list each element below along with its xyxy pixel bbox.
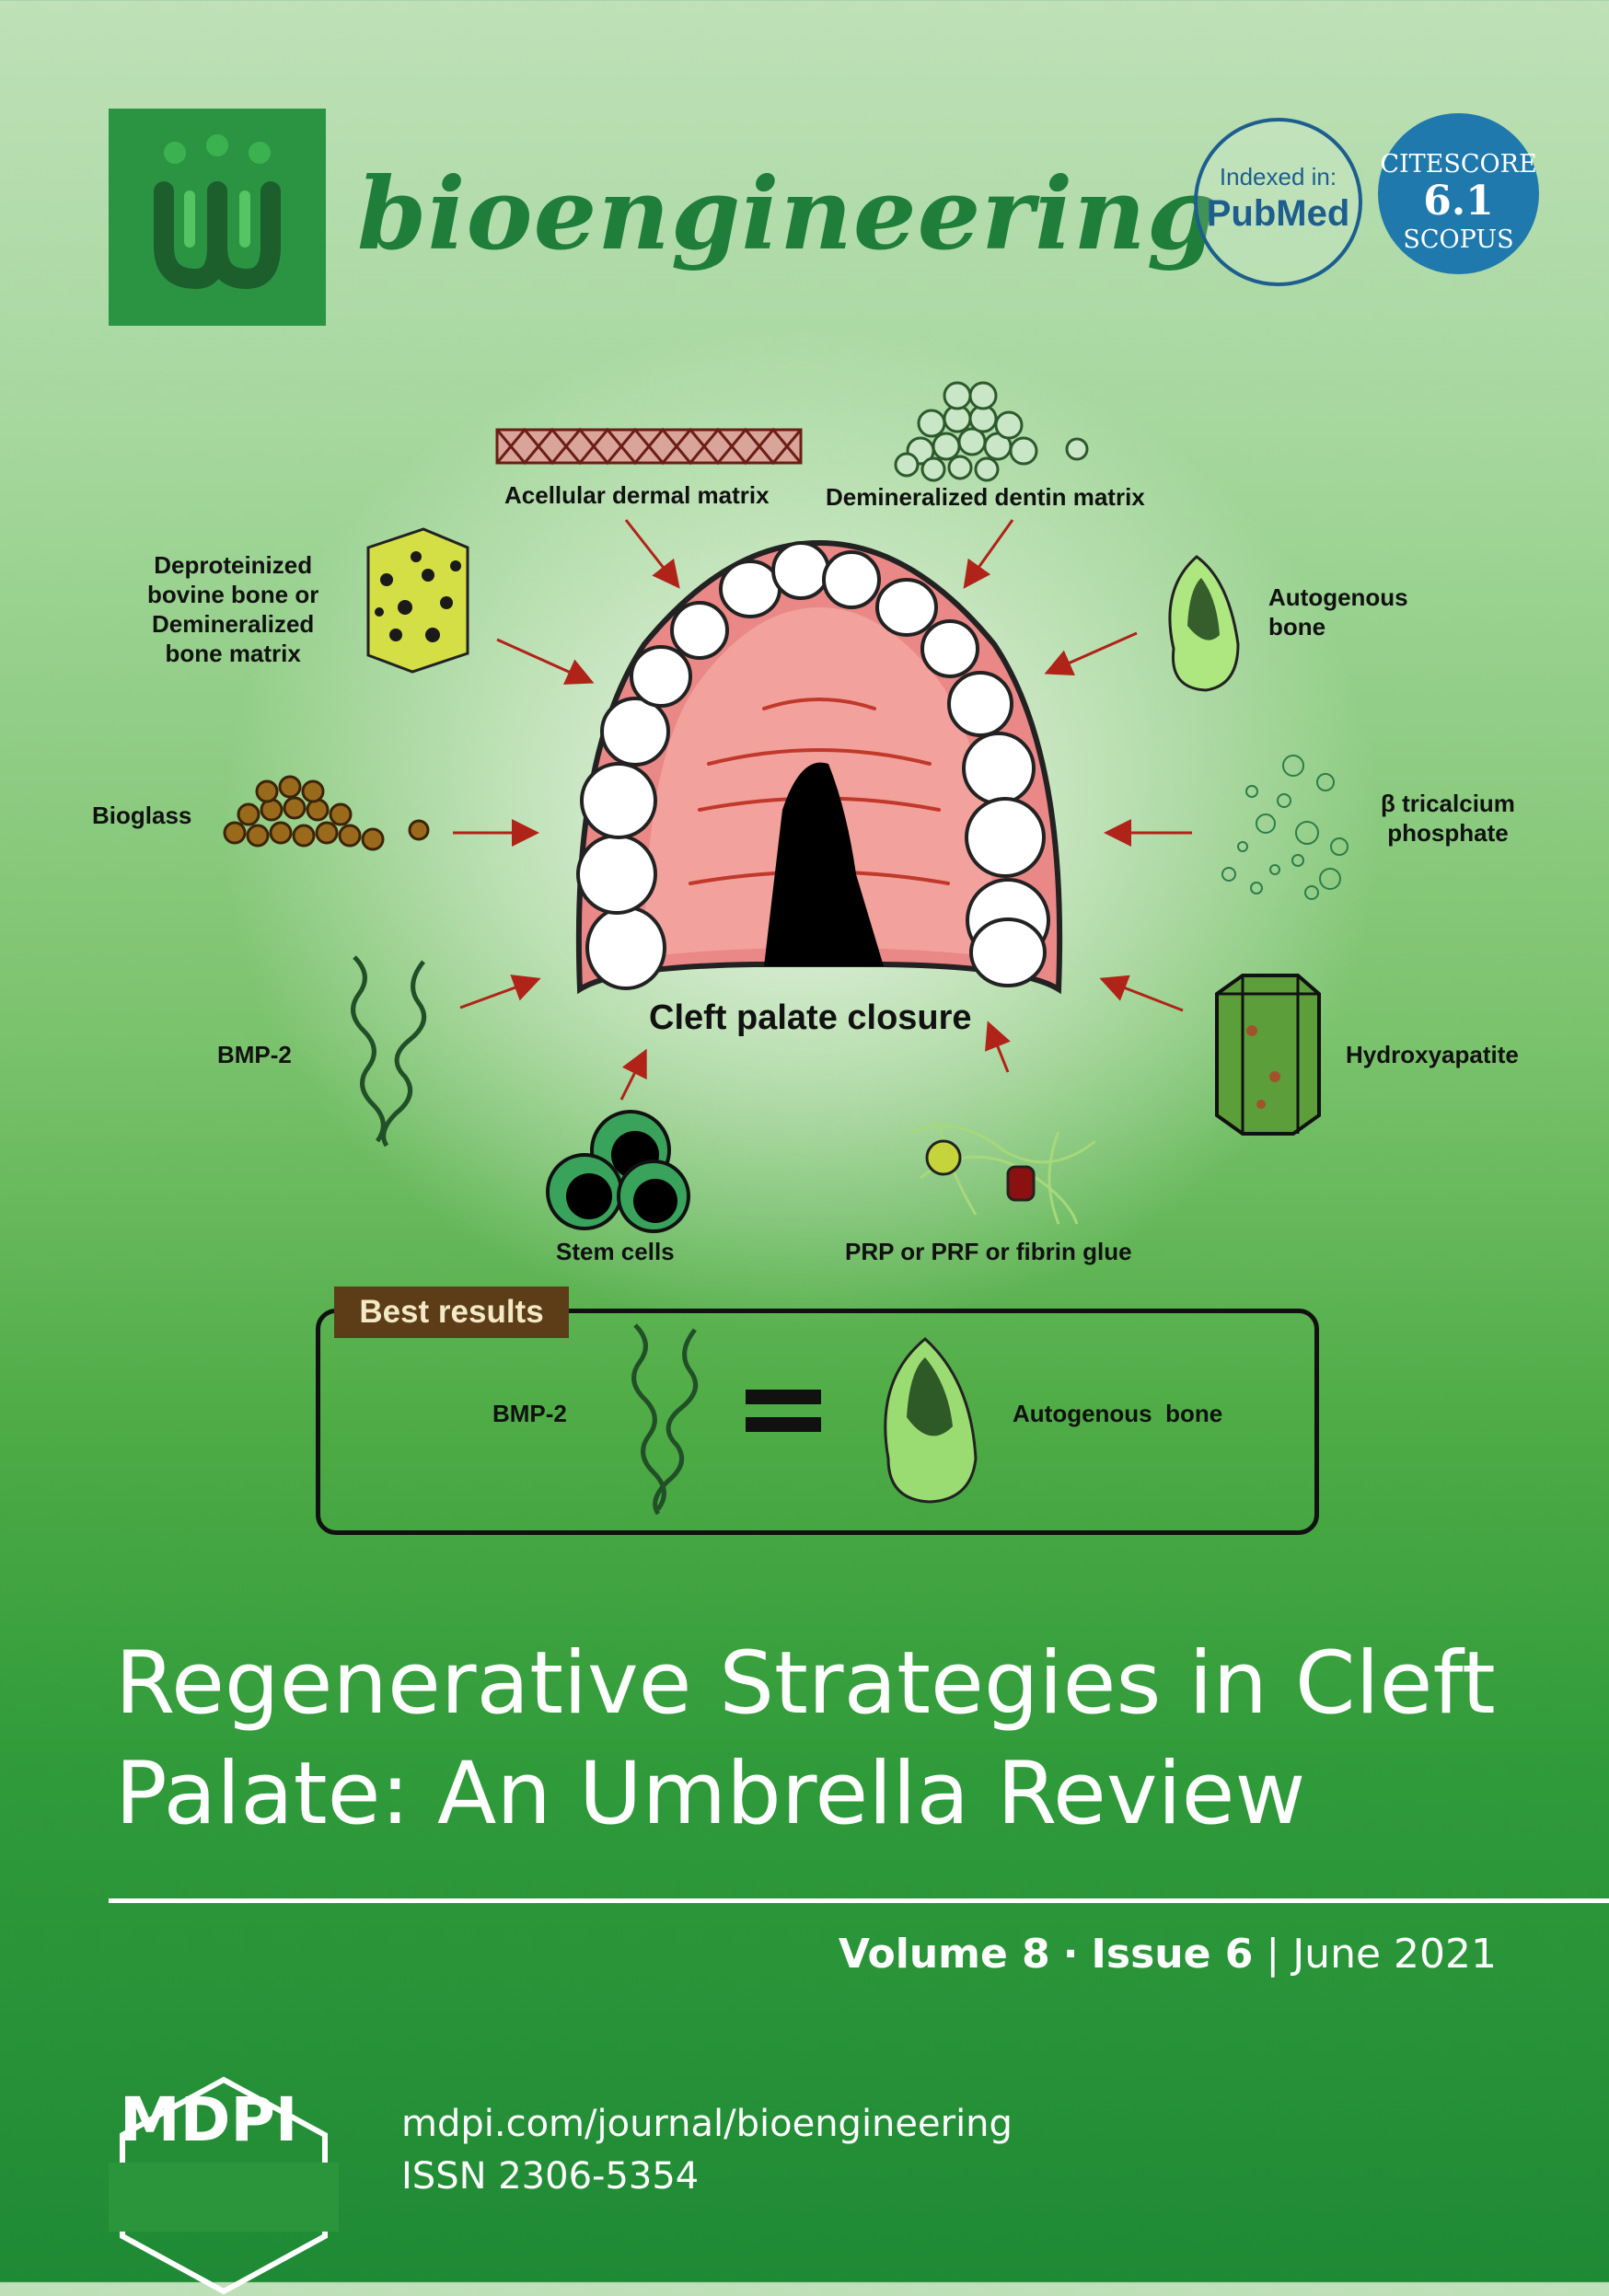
label-bmp2: BMP-2 [217,1041,292,1068]
bioengineering-logo-icon [154,134,281,290]
article-title: Regenerative Strategies in Cleft Palate:… [115,1633,1496,1844]
equals-sign-icon [746,1390,821,1432]
dental-arch-illustration [575,539,1063,995]
label-demineralized-dentin-matrix: Demineralized dentin matrix [826,483,1145,511]
mdpi-logo-text: MDPI [120,2084,298,2155]
citescore-value: 6.1 [1423,178,1494,225]
autogenous-bone-icon [1168,555,1240,692]
hydroxyapatite-prism-icon [1215,974,1321,1136]
citescore-badge: CITESCORE 6.1 SCOPUS [1378,113,1539,274]
issn-number: ISSN 2306-5354 [401,2155,700,2198]
volume-number: Volume 8 [838,1931,1050,1978]
best-results-bmp2-label: BMP-2 [492,1400,567,1427]
best-results-autogenous-label: Autogenous bone [1013,1400,1223,1427]
pubmed-badge: Indexed in: PubMed [1194,118,1362,286]
dentin-granules-icon [894,381,1089,482]
label-acellular-dermal-matrix: Acellular dermal matrix [504,481,770,509]
acellular-dermal-matrix-icon [495,427,803,466]
label-beta-tricalcium-phosphate: β tricalcium phosphate [1381,790,1515,847]
citescore-source: SCOPUS [1403,225,1514,254]
stem-cells-icon [546,1110,690,1233]
issue-number: Issue 6 [1091,1931,1254,1978]
label-deproteinized-bovine-bone: Deproteinized bovine bone or Demineraliz… [147,551,319,667]
journal-url[interactable]: mdpi.com/journal/bioengineering [401,2103,1013,2145]
best-results-tag: Best results [334,1286,569,1338]
journal-logo [109,109,326,326]
best-results-bmp2-helix-icon [631,1323,699,1516]
citescore-label: CITESCORE [1380,150,1537,179]
label-cleft-palate-closure: Cleft palate closure [649,998,972,1037]
issue-bar: | [1266,1931,1280,1978]
issue-date: June 2021 [1292,1931,1497,1978]
label-autogenous-bone: Autogenous bone [1268,583,1408,640]
label-bioglass: Bioglass [92,802,192,829]
bovine-bone-block-icon [366,527,469,674]
bmp2-helix-icon [351,955,427,1148]
label-hydroxyapatite: Hydroxyapatite [1346,1041,1519,1068]
prp-fibrin-icon [910,1122,1096,1225]
issue-separator: · [1062,1931,1079,1978]
pubmed-name: PubMed [1206,193,1350,234]
best-results-autogenous-bone-icon [884,1337,978,1504]
pubmed-indexed-label: Indexed in: [1219,163,1337,190]
label-stem-cells: Stem cells [556,1238,675,1265]
issue-line: Volume 8 · Issue 6 | June 2021 [839,1931,1497,1978]
bioglass-beads-icon [223,775,430,851]
label-prp-prf-fibrin-glue: PRP or PRF or fibrin glue [845,1238,1132,1265]
journal-name: bioengineering [357,156,1218,272]
best-results-box [316,1309,1319,1535]
beta-tricalcium-phosphate-icon [1221,755,1349,900]
title-divider [109,1898,1609,1903]
